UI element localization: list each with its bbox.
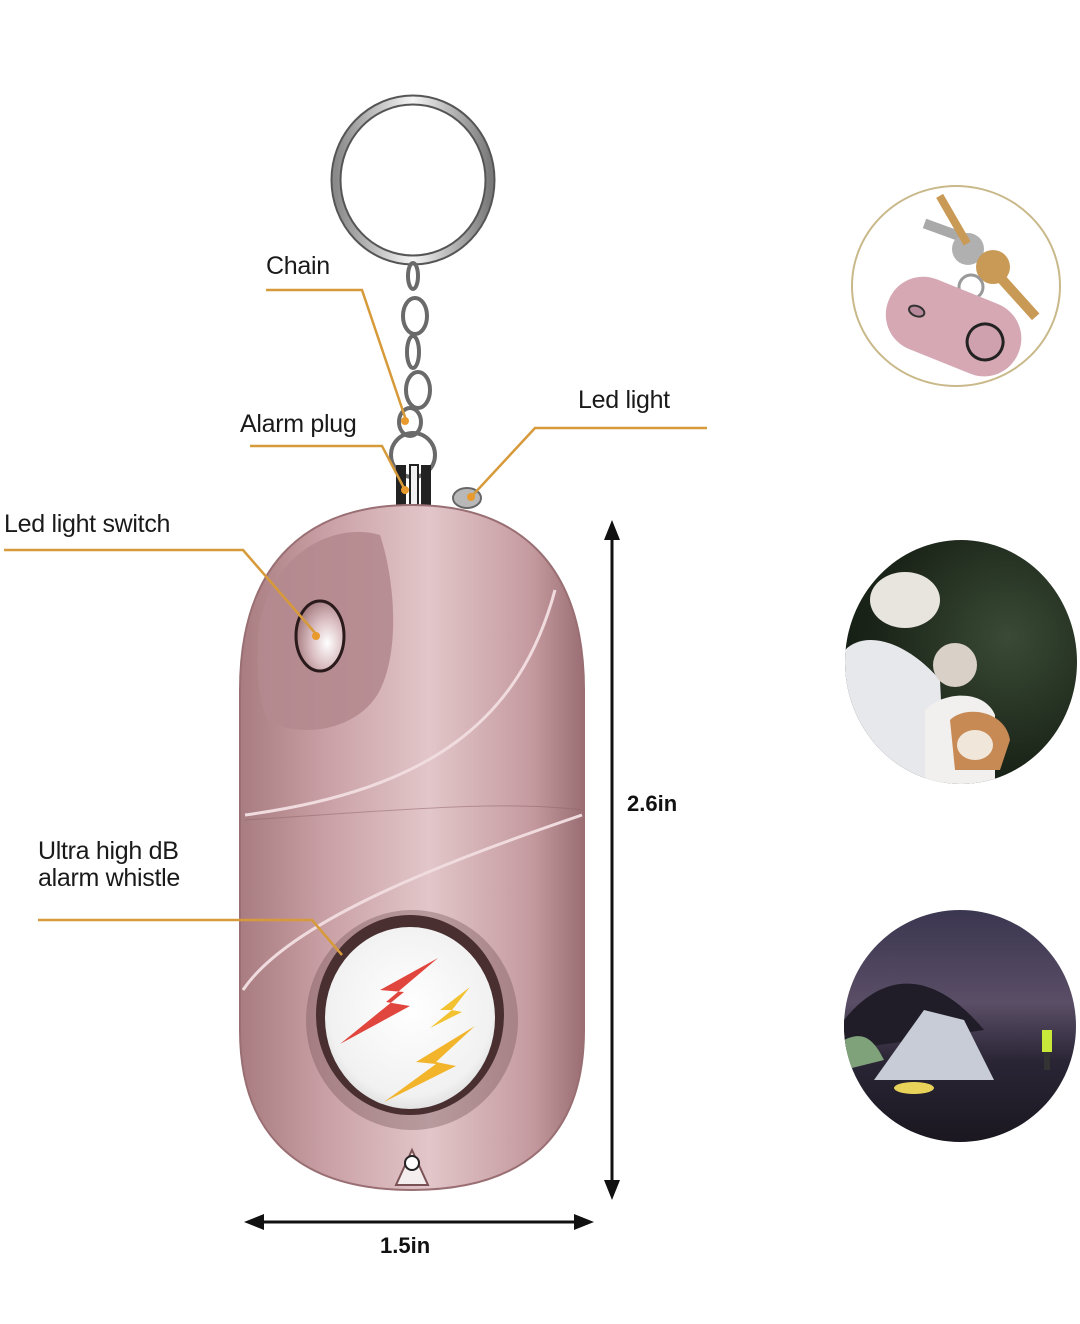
- callout-dots: [312, 417, 475, 640]
- callout-alarm-whistle: Ultra high dB alarm whistle: [38, 838, 180, 892]
- callout-alarm-whistle-line2: alarm whistle: [38, 864, 180, 892]
- lightning-icon: [340, 958, 475, 1102]
- height-dimension-label: 2.6in: [627, 791, 678, 816]
- width-dimension-label: 1.5in: [380, 1233, 431, 1258]
- key-ring: [330, 94, 496, 266]
- camping-night-image: [844, 910, 1076, 1142]
- callout-alarm-plug: Alarm plug: [240, 410, 357, 438]
- elderly-couple-image: [845, 540, 1077, 784]
- alarm-body: [239, 503, 585, 1192]
- callout-alarm-whistle-line1: Ultra high dB: [38, 837, 179, 865]
- callout-led-light-switch: Led light switch: [4, 510, 171, 538]
- width-dimension-arrow: [244, 1214, 594, 1230]
- leader-lines: [4, 288, 707, 956]
- mini-alarm-icon: [885, 276, 1022, 377]
- keys-icon: [922, 193, 1040, 321]
- callout-led-light: Led light: [578, 386, 670, 414]
- height-dimension-arrow: [604, 520, 620, 1200]
- chain: [389, 261, 437, 479]
- keys-usage-image: [851, 185, 1061, 387]
- callout-chain: Chain: [266, 252, 330, 280]
